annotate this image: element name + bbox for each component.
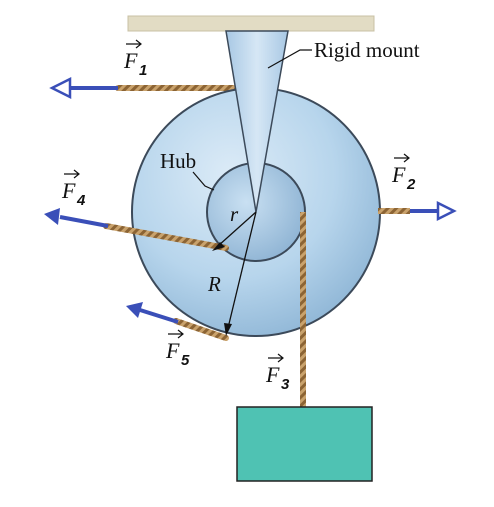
force-label-f3: F 3: [265, 353, 290, 393]
arrow-f2: [410, 200, 457, 222]
force-label-f4: F 4: [61, 169, 86, 209]
svg-text:F: F: [61, 178, 76, 203]
arrow-f1: [49, 76, 118, 100]
svg-text:5: 5: [181, 352, 190, 369]
force-label-f1: F 1: [123, 39, 147, 79]
arrow-f5: [126, 302, 179, 324]
svg-text:F: F: [265, 362, 280, 387]
radius-R-arrowhead: [224, 323, 232, 336]
r-label: r: [230, 202, 239, 226]
svg-text:4: 4: [76, 192, 86, 209]
rigid-mount: [225, 30, 289, 213]
force-label-f5: F 5: [165, 329, 190, 369]
rigid-mount-label: Rigid mount: [314, 38, 420, 62]
svg-text:F: F: [391, 162, 406, 187]
svg-text:1: 1: [139, 62, 147, 79]
svg-text:3: 3: [281, 376, 290, 393]
hub-leader: [192, 171, 215, 191]
svg-text:F: F: [165, 338, 180, 363]
arrow-f4: [44, 208, 109, 228]
svg-text:F: F: [123, 48, 138, 73]
radius-r-line: [217, 211, 257, 247]
force-label-f2: F 2: [391, 153, 416, 193]
hub-label: Hub: [160, 149, 196, 173]
rope-f4: [103, 223, 229, 251]
rigid-mount-leader: [267, 49, 312, 69]
hanging-block: [236, 406, 373, 482]
ceiling: [127, 15, 375, 32]
svg-text:2: 2: [406, 176, 416, 193]
R-label: R: [207, 272, 221, 296]
radius-r-arrowhead: [212, 242, 225, 251]
radius-R-line: [227, 211, 257, 329]
rope-f5: [173, 318, 229, 341]
